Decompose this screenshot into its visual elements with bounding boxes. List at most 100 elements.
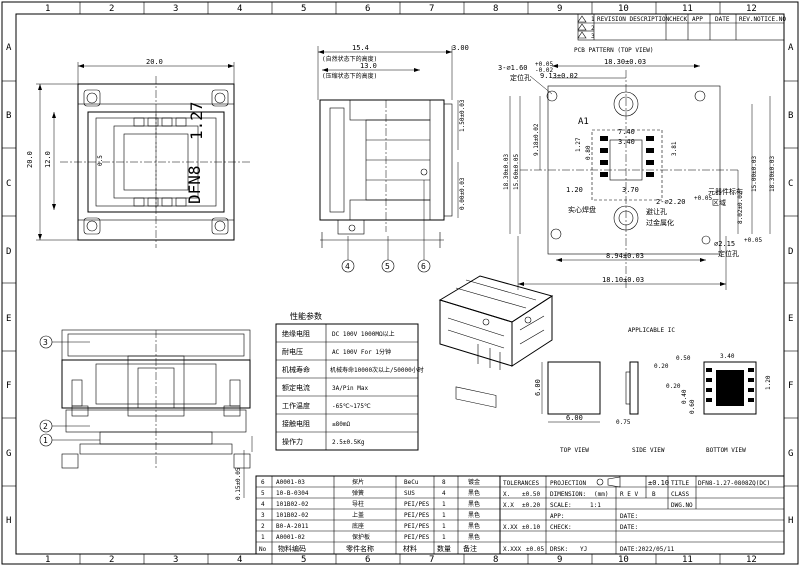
tb-tol-key: X.X — [503, 502, 514, 509]
callout-1: 1 — [43, 436, 48, 445]
tb-tol-val: ±0.50 — [522, 491, 540, 498]
callout-6: 6 — [421, 262, 426, 271]
dim-width: 20.0 — [146, 58, 163, 66]
col-label: 11 — [682, 555, 693, 565]
bom-cell: PEI/PES — [404, 523, 430, 530]
col-label: 1 — [45, 4, 50, 14]
tb-rev-label: R E V — [620, 491, 638, 498]
dim-0-15: 0.15±0.05 — [235, 467, 242, 500]
rev-header: REVISION DESCRIPTION — [597, 16, 670, 23]
col-label: 5 — [301, 4, 306, 14]
pcb-note-area: 区域 — [712, 198, 726, 207]
col-label: 8 — [493, 555, 498, 565]
pcb-dim-h-left3: 9.18±0.02 — [533, 123, 540, 156]
bom-cell: SUS — [404, 490, 415, 497]
spec-key: 绝缘电阻 — [282, 329, 310, 338]
rev-triangle-icon — [577, 23, 587, 31]
row-label: F — [6, 381, 11, 391]
row-label: D — [788, 247, 793, 257]
row-label: B — [6, 111, 11, 121]
ic-dim-0-50: 0.50 — [676, 355, 691, 362]
bom-cell: B0-A-2011 — [276, 523, 309, 530]
pcb-dim-340: 3.40 — [618, 138, 635, 146]
pcb-note-locating: 定位孔 — [718, 249, 739, 258]
row-label: A — [6, 43, 12, 53]
bom-cell: 4 — [442, 490, 446, 497]
pcb-hole-tol-minus: -0.02 — [535, 67, 553, 74]
tb-tolerances: TOLERANCES — [503, 480, 540, 487]
pcb-dim-h-left1: 18.30±0.03 — [503, 153, 510, 190]
column-labels-bottom: 1 2 3 4 5 6 7 8 9 10 11 12 — [45, 555, 757, 565]
pcb-dim-hole1: ∅2.15 — [714, 240, 735, 248]
pcb-hole-note: 3-∅1.60 — [498, 64, 528, 72]
callout-2: 2 — [43, 422, 48, 431]
pcb-note-solid-pad: 实心焊盘 — [568, 205, 596, 214]
col-label: 8 — [493, 4, 498, 14]
tb-date1: DATE: — [620, 513, 638, 520]
col-label: 9 — [557, 4, 562, 14]
pcb-dim-h-left2: 15.60±0.05 — [513, 153, 520, 190]
ic-label-bottom: BOTTOM VIEW — [706, 447, 746, 454]
projection-cone-icon — [607, 476, 621, 488]
col-label: 7 — [429, 555, 434, 565]
spec-key: 接触电阻 — [282, 419, 310, 428]
ic-dim-3-40: 3.40 — [720, 353, 735, 360]
rev-row-number: 1 — [591, 16, 595, 23]
bom-cell: 3 — [261, 512, 265, 519]
bom-header: 零件名称 — [346, 544, 374, 553]
ic-dim-0-20: 0.20 — [654, 363, 669, 370]
pcb-hole-tol-plus: +0.05 — [535, 61, 553, 68]
bom-cell: 探片 — [352, 478, 364, 486]
spec-key: 操作力 — [282, 437, 303, 446]
pcb-note-component: 元器件标布 — [708, 187, 743, 196]
col-label: 6 — [365, 4, 370, 14]
ic-dim-0-40: 0.40 — [681, 389, 688, 404]
col-label: 6 — [365, 555, 370, 565]
pcb-dim-w-bottom1: 8.94±0.03 — [606, 252, 644, 260]
bom-cell: A0001-03 — [276, 479, 305, 486]
col-label: 11 — [682, 4, 693, 14]
pcb-pattern: PCB PATTERN (TOP VIEW) 3-∅1.60 +0.05 -0.… — [498, 47, 776, 290]
bom-cell: 黑色 — [468, 533, 480, 541]
row-label: H — [788, 516, 793, 526]
bom-cell: 1 — [442, 523, 446, 530]
ic-title: APPLICABLE IC — [628, 327, 675, 334]
col-label: 9 — [557, 555, 562, 565]
row-label: D — [6, 247, 11, 257]
locating-hole-icon — [550, 228, 562, 240]
rev-triangle-icon — [577, 15, 587, 23]
tb-title-value: DFN8-1.27-0808ZQ(DC) — [698, 480, 770, 487]
row-label: C — [788, 179, 793, 189]
spec-key: 工作温度 — [282, 401, 310, 410]
bom-cell: BeCu — [404, 479, 419, 486]
ic-dim-0-75: 0.75 — [616, 419, 631, 426]
dim-13-0: 13.0 — [360, 62, 377, 70]
bom-cell: PEI/PES — [404, 501, 430, 508]
ic-dim-1-20: 1.20 — [765, 375, 772, 390]
pcb-dim-120: 1.20 — [566, 186, 583, 194]
dim-height: 20.0 — [26, 151, 34, 168]
callout-3: 3 — [43, 338, 48, 347]
rev-header: CHECK — [669, 16, 687, 23]
bom-cell: 4 — [261, 501, 265, 508]
row-labels: A B C D E F G H A B C D E F G H — [6, 43, 794, 526]
bom-cell: 1 — [442, 501, 446, 508]
tb-drsk-value: YJ — [580, 546, 587, 553]
col-label: 7 — [429, 4, 434, 14]
col-label: 10 — [618, 4, 629, 14]
col-label: 12 — [746, 555, 757, 565]
col-label: 12 — [746, 4, 757, 14]
tb-tol-val: ±0.20 — [522, 502, 540, 509]
bom-cell: 底座 — [352, 522, 364, 530]
pcb-dim-hole1-tol: +0.05 — [744, 237, 762, 244]
row-label: B — [788, 111, 793, 121]
spec-table: 性能参数 绝缘电阻 DC 100V 1000MΩ以上 耐电压 AC 100V F… — [275, 311, 424, 451]
pcb-dim-370: 3.70 — [622, 186, 639, 194]
bom-cell: 101B02-02 — [276, 501, 309, 508]
label-pitch: 1.27 — [187, 101, 206, 140]
pcb-dim-hole2: 2-∅2.20 — [656, 198, 686, 206]
top-view: 20.0 20.0 12.0 1.27 DFN8 0.5 — [26, 58, 250, 248]
bom-cell: 上盖 — [352, 511, 364, 519]
